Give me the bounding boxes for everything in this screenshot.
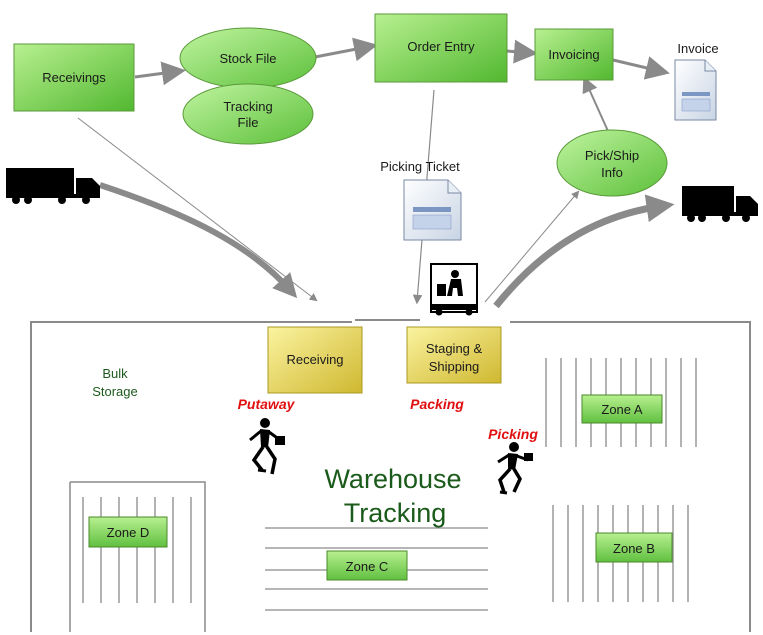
- putaway-label: Putaway: [238, 396, 296, 412]
- truck-icon: [6, 168, 100, 204]
- invoice-document[interactable]: Invoice: [674, 41, 719, 121]
- zone-d-box[interactable]: Zone D: [88, 516, 168, 548]
- stock-file-ellipse[interactable]: Stock File: [179, 27, 317, 89]
- picking-ticket-label: Picking Ticket: [380, 159, 460, 174]
- truck-icon: [682, 186, 758, 222]
- invoice-label: Invoice: [677, 41, 718, 56]
- invoicing-label: Invoicing: [548, 47, 599, 62]
- document-icon: [403, 179, 462, 241]
- running-worker-icon: [497, 442, 533, 495]
- zone-d-room: [69, 481, 206, 632]
- zone-c-box[interactable]: Zone C: [326, 550, 408, 581]
- zone-d-racks: [82, 497, 192, 603]
- arrow-invoicing-to-invoice: [612, 56, 670, 80]
- zone-c-label: Zone C: [346, 559, 389, 574]
- receiving-box[interactable]: Receiving: [267, 326, 363, 394]
- warehouse-title-2: Tracking: [344, 498, 447, 528]
- packing-label: Packing: [410, 396, 464, 412]
- pick-ship-label-2: Info: [601, 165, 623, 180]
- order-entry-label: Order Entry: [407, 39, 475, 54]
- warehouse-walls: [30, 319, 751, 632]
- receivings-box[interactable]: Receivings: [13, 43, 135, 112]
- arrow-receivings-to-receiving: [77, 117, 318, 302]
- tracking-file-label-1: Tracking: [223, 99, 272, 114]
- tracking-file-ellipse[interactable]: Tracking File: [182, 83, 314, 145]
- stock-file-label: Stock File: [219, 51, 276, 66]
- pick-ship-info-ellipse[interactable]: Pick/Ship Info: [556, 129, 668, 197]
- staging-shipping-box[interactable]: Staging & Shipping: [406, 326, 502, 384]
- forklift-icon: [430, 263, 478, 316]
- document-icon: [674, 59, 717, 121]
- bulk-storage-label-2: Storage: [92, 384, 138, 399]
- zone-a-box[interactable]: Zone A: [581, 394, 663, 424]
- arrow-truck-inbound: [99, 182, 298, 299]
- zone-d-label: Zone D: [107, 525, 150, 540]
- pick-ship-label-1: Pick/Ship: [585, 148, 639, 163]
- receivings-label: Receivings: [42, 70, 106, 85]
- arrow-truck-outbound: [493, 194, 675, 309]
- zone-b-box[interactable]: Zone B: [595, 532, 673, 563]
- tracking-file-label-2: File: [238, 115, 259, 130]
- zone-a-label: Zone A: [601, 402, 643, 417]
- staging-label-1: Staging &: [426, 341, 483, 356]
- order-entry-box[interactable]: Order Entry: [374, 13, 508, 83]
- arrow-receivings-to-stockfile: [134, 61, 186, 86]
- receiving-label: Receiving: [286, 352, 343, 367]
- picking-ticket-document[interactable]: Picking Ticket: [380, 159, 462, 241]
- invoicing-box[interactable]: Invoicing: [534, 28, 614, 81]
- picking-label: Picking: [488, 426, 538, 442]
- arrow-orderentry-to-invoicing: [506, 39, 538, 64]
- warehouse-title-1: Warehouse: [324, 464, 461, 494]
- zone-c-shelves: [265, 527, 488, 611]
- staging-label-2: Shipping: [429, 359, 480, 374]
- arrow-stockfile-to-orderentry: [314, 37, 378, 62]
- running-worker-icon: [249, 418, 285, 475]
- arrow-staging-to-pickship: [484, 190, 580, 303]
- zone-b-label: Zone B: [613, 541, 655, 556]
- bulk-storage-label-1: Bulk: [102, 366, 128, 381]
